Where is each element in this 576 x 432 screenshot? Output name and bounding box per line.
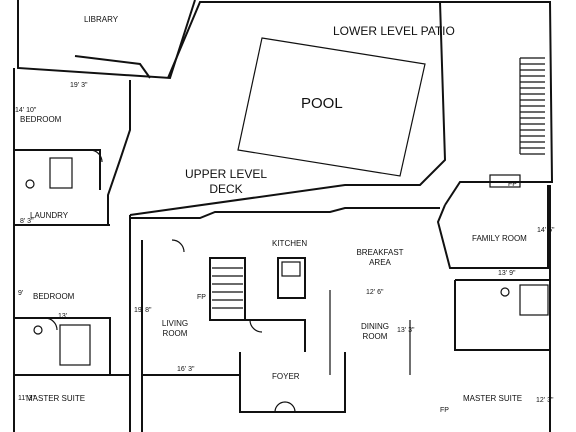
library-walls xyxy=(17,0,196,80)
room-kitchen: KITCHEN xyxy=(272,239,308,248)
patio-stairs xyxy=(519,57,545,155)
door-swing-2 xyxy=(249,319,263,333)
dining-line-2: ROOM xyxy=(362,332,388,341)
room-breakfast-area: BREAKFAST AREA xyxy=(352,249,408,267)
cooktop xyxy=(281,261,301,277)
room-dining-room: DINING ROOM xyxy=(358,323,392,341)
room-laundry: LAUNDRY xyxy=(30,211,69,220)
toilet-1 xyxy=(25,179,35,189)
dim-laundry-height: 8' 3" xyxy=(20,218,34,225)
shower-left xyxy=(49,157,73,189)
bedroom-upper-wall xyxy=(14,149,101,190)
shower-right xyxy=(519,284,549,316)
dim-living-height: 19' 8" xyxy=(134,307,152,314)
dining-line-1: DINING xyxy=(361,322,389,331)
pool-outline xyxy=(237,37,426,177)
dim-bedroom-lower-height: 9' xyxy=(18,290,24,297)
room-pool: POOL xyxy=(301,95,343,112)
room-living-room: LIVING ROOM xyxy=(158,320,192,338)
room-library: LIBRARY xyxy=(84,15,119,24)
room-upper-level-deck: UPPER LEVEL DECK xyxy=(180,168,272,195)
door-swing-1 xyxy=(171,239,185,253)
dim-library-width: 19' 3" xyxy=(70,82,88,89)
living-line-2: ROOM xyxy=(162,329,188,338)
room-master-suite-left: MASTER SUITE xyxy=(26,394,86,403)
house-top-wall xyxy=(130,207,440,219)
interior-stairs xyxy=(212,267,243,309)
deck-outline xyxy=(129,0,447,216)
dim-family-height: 14' 5" xyxy=(537,227,555,234)
center-hall xyxy=(210,319,306,352)
dim-dining-height: 13' 3" xyxy=(397,327,415,334)
fireplace-family: FP xyxy=(508,181,517,188)
fireplace-living: FP xyxy=(197,294,206,301)
room-bedroom-lower: BEDROOM xyxy=(33,292,75,301)
dim-family-width: 13' 9" xyxy=(498,270,516,277)
living-line-1: LIVING xyxy=(161,319,189,328)
patio-outline xyxy=(440,0,554,206)
deck-line-2: DECK xyxy=(209,182,243,196)
foyer-walls xyxy=(239,352,346,413)
toilet-3 xyxy=(500,287,510,297)
door-swing-4 xyxy=(44,317,58,331)
family-room-wall xyxy=(436,185,549,269)
breakfast-line-2: AREA xyxy=(369,258,391,267)
breakfast-line-1: BREAKFAST xyxy=(356,248,404,257)
toilet-2 xyxy=(33,325,43,335)
family-fireplace xyxy=(489,174,521,188)
dim-master-left-height: 11' 3" xyxy=(18,395,35,402)
fireplace-master: FP xyxy=(440,407,449,414)
room-bedroom-upper: BEDROOM xyxy=(20,115,62,124)
bedroom-lower-wall xyxy=(14,317,111,375)
door-swing-3 xyxy=(89,149,103,163)
room-lower-level-patio: LOWER LEVEL PATIO xyxy=(333,24,455,38)
stair-block xyxy=(209,257,246,321)
dim-living-width: 16' 3" xyxy=(177,366,195,373)
room-foyer: FOYER xyxy=(272,372,300,381)
right-bath-walls xyxy=(454,279,550,351)
dim-bedroom-lower-width: 13' xyxy=(58,313,68,320)
tub-left xyxy=(59,324,91,366)
room-master-suite-right: MASTER SUITE xyxy=(463,394,523,403)
kitchen-island xyxy=(277,257,306,299)
room-family-room: FAMILY ROOM xyxy=(472,234,527,243)
dining-divider xyxy=(329,290,411,375)
left-wing-inner-wall xyxy=(107,80,131,225)
door-swing-5 xyxy=(274,401,296,413)
library-inner-wall xyxy=(74,55,151,79)
dim-master-right-height: 12' 3" xyxy=(536,397,554,404)
deck-line-1: UPPER LEVEL xyxy=(184,167,268,181)
dim-bedroom-upper-height: 14' 10" xyxy=(15,107,37,114)
dim-breakfast-width: 12' 6" xyxy=(366,289,384,296)
